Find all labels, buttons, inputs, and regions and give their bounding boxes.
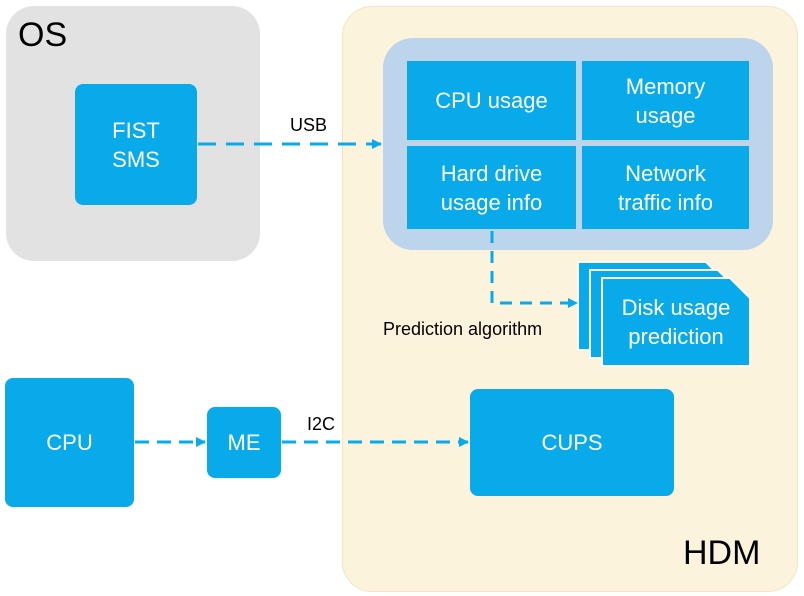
prediction-edge-label: Prediction algorithm bbox=[383, 319, 543, 339]
hard-drive-usage-node: Hard drive usage info bbox=[407, 146, 576, 229]
disk-usage-prediction-label: Disk usage prediction bbox=[621, 295, 731, 349]
cups-label: CUPS bbox=[541, 430, 603, 455]
me-label: ME bbox=[227, 430, 261, 455]
memory-usage-node: Memory usage bbox=[582, 61, 749, 140]
network-traffic-node: Network traffic info bbox=[582, 146, 749, 229]
prediction-connector bbox=[490, 231, 578, 308]
memory-usage-label: Memory usage bbox=[625, 73, 706, 128]
disk-usage-prediction-node: Disk usage prediction bbox=[602, 290, 750, 354]
fist-sms-label: FIST SMS bbox=[112, 117, 160, 172]
fist-sms-node: FIST SMS bbox=[75, 84, 197, 205]
cups-node: CUPS bbox=[470, 389, 674, 496]
hdm-region-label: HDM bbox=[683, 534, 761, 572]
document-sheet-front bbox=[601, 277, 751, 367]
usb-edge-label: USB bbox=[290, 115, 328, 135]
network-traffic-label: Network traffic info bbox=[618, 160, 713, 215]
cpu-usage-node: CPU usage bbox=[407, 61, 576, 140]
os-region-label: OS bbox=[18, 16, 68, 54]
me-node: ME bbox=[207, 407, 281, 478]
disk-usage-prediction-stack bbox=[577, 261, 751, 367]
i2c-edge-label: I2C bbox=[307, 414, 336, 434]
cpu-node: CPU bbox=[5, 378, 134, 507]
cpu-label: CPU bbox=[46, 430, 93, 455]
cpu-usage-label: CPU usage bbox=[435, 88, 548, 113]
hard-drive-usage-label: Hard drive usage info bbox=[440, 160, 543, 215]
